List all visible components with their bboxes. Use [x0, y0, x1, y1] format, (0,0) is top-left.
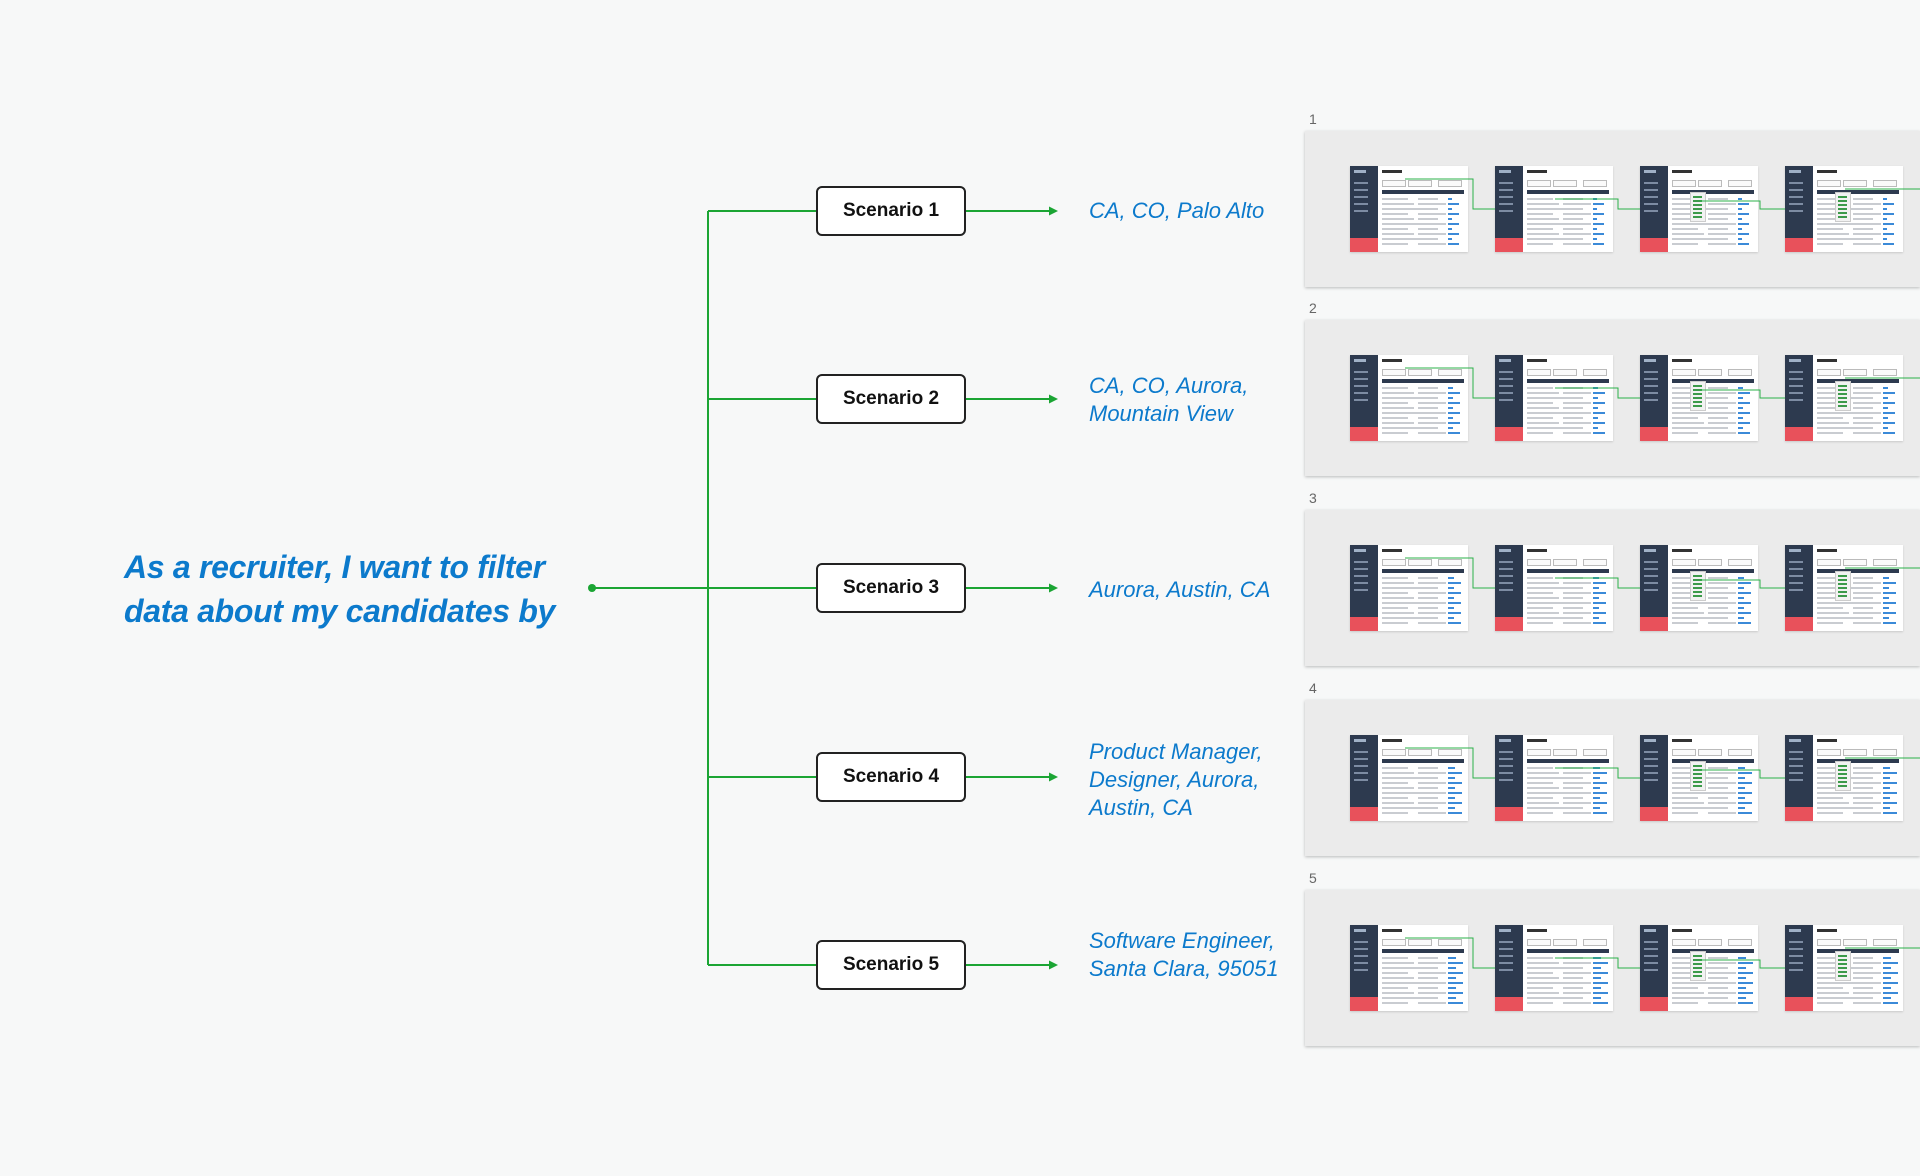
app-thumbnail [1350, 545, 1468, 631]
thumbnail-flow-lines [1405, 557, 1920, 589]
scenario-1-box[interactable]: Scenario 1 [816, 186, 966, 236]
app-thumbnail [1785, 166, 1903, 252]
arrow-head-3 [1049, 583, 1058, 593]
scenario-4-box[interactable]: Scenario 4 [816, 752, 966, 802]
arrow-head-5 [1049, 960, 1058, 970]
scenario-4-filters: Product Manager, Designer, Aurora, Austi… [1089, 739, 1263, 820]
strip-2-number: 2 [1309, 300, 1317, 316]
user-story-headline: As a recruiter, I want to filter data ab… [124, 549, 556, 629]
app-thumbnail [1640, 735, 1758, 821]
scenario-3-filters: Aurora, Austin, CA [1089, 577, 1271, 602]
app-thumbnail [1495, 355, 1613, 441]
app-thumbnail [1495, 735, 1613, 821]
app-thumbnail [1495, 545, 1613, 631]
scenario-3-box[interactable]: Scenario 3 [816, 563, 966, 613]
screenshot-strip-4[interactable] [1305, 700, 1920, 856]
app-thumbnail [1495, 925, 1613, 1011]
app-thumbnail [1640, 545, 1758, 631]
app-thumbnail [1350, 735, 1468, 821]
app-thumbnail [1785, 925, 1903, 1011]
arrow-head-2 [1049, 394, 1058, 404]
thumbnail-flow-lines [1405, 937, 1920, 969]
app-thumbnail [1785, 735, 1903, 821]
scenario-5-box[interactable]: Scenario 5 [816, 940, 966, 990]
screenshot-strip-5[interactable] [1305, 890, 1920, 1046]
scenario-5-filters: Software Engineer, Santa Clara, 95051 [1089, 928, 1279, 981]
screenshot-strip-2[interactable] [1305, 320, 1920, 476]
strip-4-number: 4 [1309, 680, 1317, 696]
thumbnail-flow-lines [1405, 747, 1920, 779]
app-thumbnail [1350, 355, 1468, 441]
strip-5-number: 5 [1309, 870, 1317, 886]
arrow-head-1 [1049, 206, 1058, 216]
app-thumbnail [1350, 925, 1468, 1011]
thumbnail-flow-lines [1405, 367, 1920, 399]
strip-3-number: 3 [1309, 490, 1317, 506]
app-thumbnail [1785, 355, 1903, 441]
scenario-2-filters: CA, CO, Aurora, Mountain View [1089, 373, 1249, 426]
screenshot-strip-3[interactable] [1305, 510, 1920, 666]
screenshot-strip-1[interactable] [1305, 131, 1920, 287]
strip-1-number: 1 [1309, 111, 1317, 127]
scenario-1-filters: CA, CO, Palo Alto [1089, 198, 1265, 223]
app-thumbnail [1785, 545, 1903, 631]
thumbnail-flow-lines [1405, 178, 1920, 210]
arrow-head-4 [1049, 772, 1058, 782]
app-thumbnail [1350, 166, 1468, 252]
app-thumbnail [1640, 925, 1758, 1011]
app-thumbnail [1495, 166, 1613, 252]
scenario-2-box[interactable]: Scenario 2 [816, 374, 966, 424]
app-thumbnail [1640, 355, 1758, 441]
app-thumbnail [1640, 166, 1758, 252]
